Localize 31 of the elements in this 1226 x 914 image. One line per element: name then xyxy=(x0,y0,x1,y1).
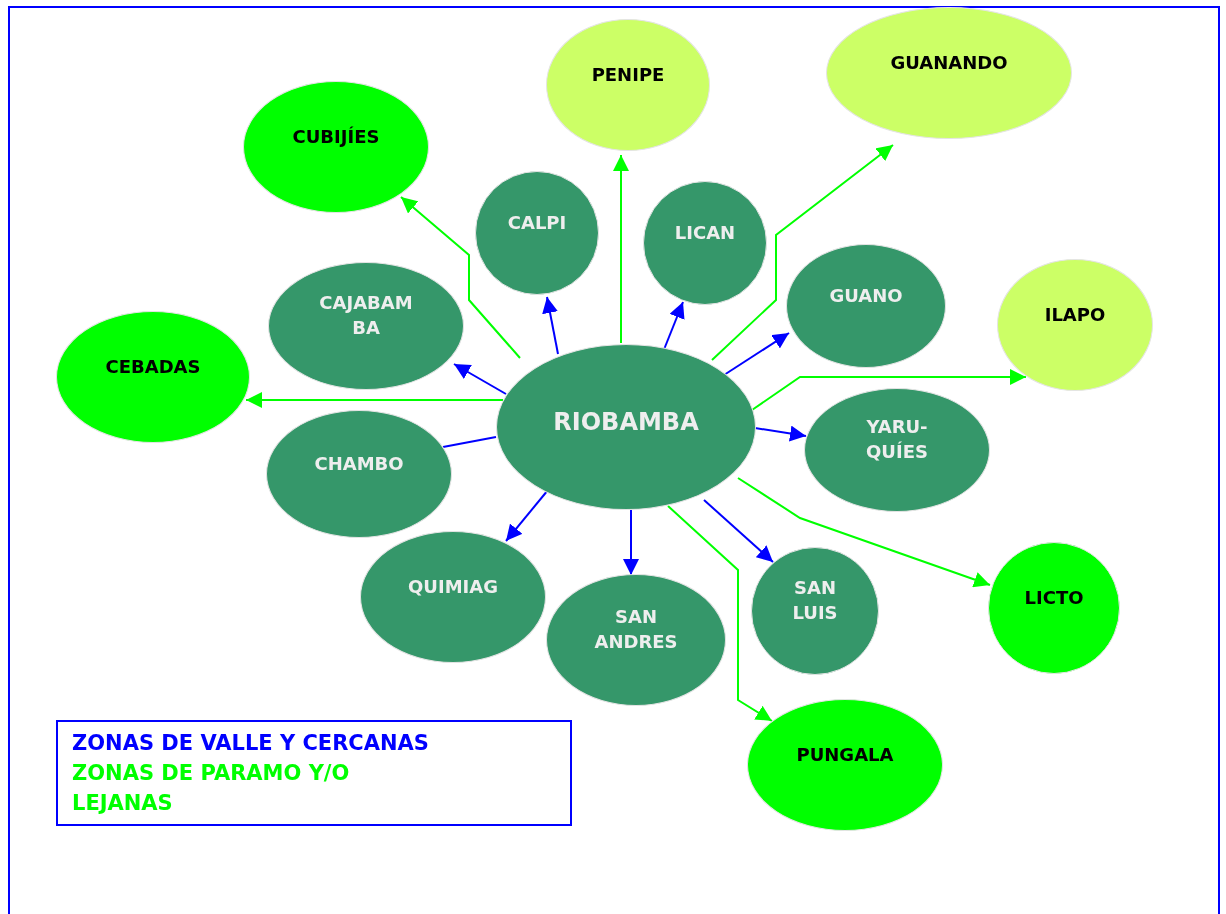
place-name: CAJABAM BA xyxy=(318,291,414,340)
place-name: SAN LUIS xyxy=(791,576,839,625)
arrow xyxy=(737,477,991,588)
place-name: LICAN xyxy=(674,220,736,245)
place-name: GUANO xyxy=(829,283,903,308)
legend-entry: ZONAS DE PARAMO Y/O LEJANAS xyxy=(72,760,351,817)
place-name: QUIMIAG xyxy=(408,574,498,599)
arrow xyxy=(613,154,629,344)
arrow xyxy=(703,499,774,563)
place-name: RIOBAMBA xyxy=(553,409,699,435)
place-name: SAN ANDRES xyxy=(593,605,679,654)
place-name: CEBADAS xyxy=(105,354,201,379)
arrow xyxy=(667,505,773,722)
arrow xyxy=(400,196,521,359)
place-name: YARU- QUÍES xyxy=(865,415,929,464)
place-name: LICTO xyxy=(1024,585,1084,610)
place-name: CALPI xyxy=(507,210,567,235)
legend-entry: ZONAS DE VALLE Y CERCANAS xyxy=(72,730,430,757)
place-name: CUBIJÍES xyxy=(292,124,380,149)
arrow xyxy=(453,363,507,395)
place-name: CHAMBO xyxy=(314,451,404,476)
place-name: PUNGALA xyxy=(796,742,894,767)
arrow xyxy=(711,144,894,361)
arrow xyxy=(723,332,790,376)
arrow xyxy=(542,296,559,355)
place-name: GUANANDO xyxy=(890,50,1008,75)
arrow xyxy=(623,509,639,576)
connector-line xyxy=(442,436,497,448)
place-name: PENIPE xyxy=(591,62,665,87)
place-name: ILAPO xyxy=(1044,302,1106,327)
arrow xyxy=(754,425,807,442)
